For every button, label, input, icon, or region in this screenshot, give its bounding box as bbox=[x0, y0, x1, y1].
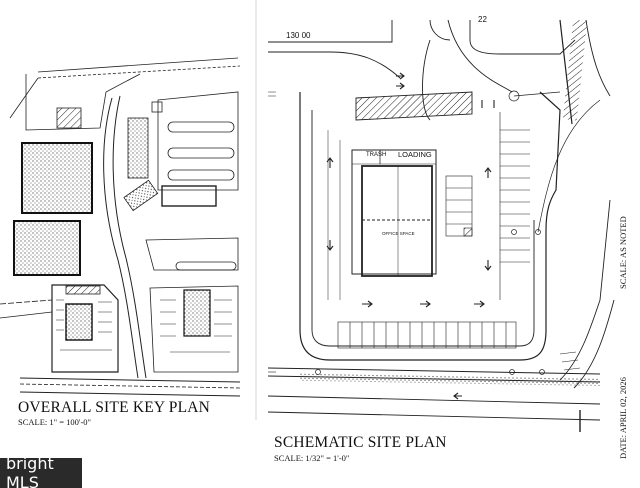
bright-mls-logo-text: bright MLS bbox=[6, 454, 54, 488]
key-plan-title: OVERALL SITE KEY PLAN bbox=[18, 399, 211, 416]
road-label: 130 00 bbox=[286, 31, 311, 40]
key-plan-building-2 bbox=[13, 220, 81, 276]
schematic-plan-title: SCHEMATIC SITE PLAN bbox=[274, 434, 447, 451]
office-space-label: OFFICE SPACE bbox=[382, 231, 415, 236]
loading-label: LOADING bbox=[398, 150, 432, 159]
schematic-accessible-stalls bbox=[445, 175, 473, 237]
key-plan-scale: SCALE: 1" = 100'-0" bbox=[18, 417, 92, 427]
key-plan-building-1 bbox=[21, 142, 93, 214]
bright-mls-logo: bright MLS bbox=[0, 454, 82, 488]
schematic-building bbox=[351, 149, 437, 277]
road-number: 22 bbox=[478, 15, 487, 24]
schematic-parking-bottom bbox=[337, 321, 517, 349]
key-plan bbox=[0, 57, 241, 397]
schematic-plan bbox=[267, 19, 615, 432]
side-scale-note: SCALE: AS NOTED bbox=[618, 216, 628, 289]
schematic-parking-right bbox=[499, 112, 530, 300]
trash-label: TRASH bbox=[366, 152, 387, 158]
key-plan-subject-lot bbox=[51, 284, 119, 373]
key-plan-parking-upper bbox=[123, 91, 239, 212]
direction-arrows bbox=[326, 72, 495, 400]
side-date-note: DATE: APRIL 02, 2026 bbox=[618, 377, 628, 459]
schematic-plan-scale: SCALE: 1/32" = 1'-0" bbox=[274, 453, 350, 463]
